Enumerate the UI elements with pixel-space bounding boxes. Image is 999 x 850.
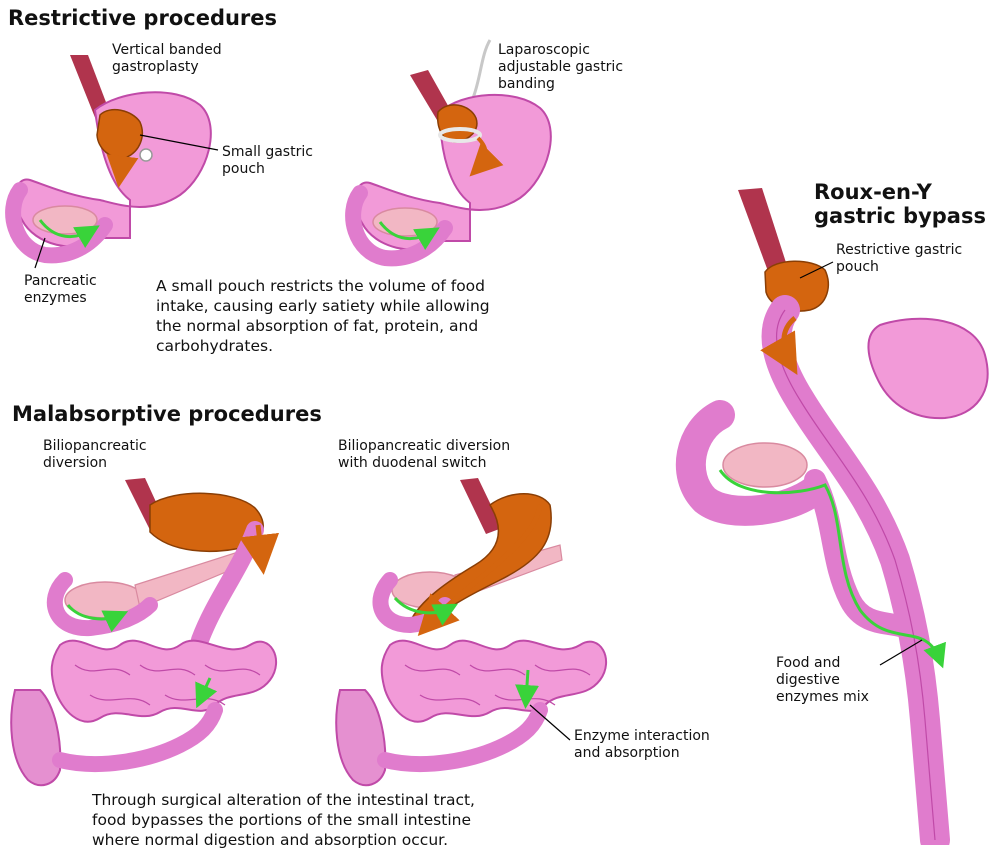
enzyme-interaction-label: Enzyme interaction and absorption <box>574 728 710 762</box>
malabsorptive-title: Malabsorptive procedures <box>12 402 322 426</box>
malabsorptive-description: Through surgical alteration of the intes… <box>92 790 475 850</box>
bpd-small-bowel <box>52 641 276 722</box>
bpd-label: Biliopancreatic diversion <box>43 438 147 472</box>
roux-title: Roux-en-Y gastric bypass <box>814 180 986 228</box>
bpd-colon <box>11 690 60 785</box>
vbg-pancreas <box>33 206 97 234</box>
bpd-ds-mix-arrow <box>526 670 528 700</box>
restrictive-description: A small pouch restricts the volume of fo… <box>156 276 490 356</box>
vbg-illustration <box>13 55 218 268</box>
vbg-pouch <box>97 110 142 159</box>
roux-remnant-stomach <box>868 319 987 418</box>
small-pouch-label: Small gastric pouch <box>222 144 313 178</box>
bpd-ds-label: Biliopancreatic diversion with duodenal … <box>338 438 510 472</box>
vbg-food-arrow <box>120 160 122 176</box>
lagb-label: Laparoscopic adjustable gastric banding <box>498 42 623 93</box>
roux-mix-label: Food and digestive enzymes mix <box>776 655 869 706</box>
roux-pouch-label: Restrictive gastric pouch <box>836 242 962 276</box>
lagb-pancreas <box>373 208 437 236</box>
roux-pancreas <box>723 443 807 487</box>
bpd-ds-illustration <box>336 478 606 785</box>
bpd-ds-colon <box>336 690 385 785</box>
bpd-illustration <box>11 478 276 785</box>
vbg-band <box>140 149 152 161</box>
roux-illustration <box>691 188 988 840</box>
bpd-ds-small-bowel <box>382 641 606 722</box>
vbg-label: Vertical banded gastroplasty <box>112 42 222 76</box>
restrictive-title: Restrictive procedures <box>8 6 277 30</box>
pancreatic-enzymes-label: Pancreatic enzymes <box>24 273 97 307</box>
